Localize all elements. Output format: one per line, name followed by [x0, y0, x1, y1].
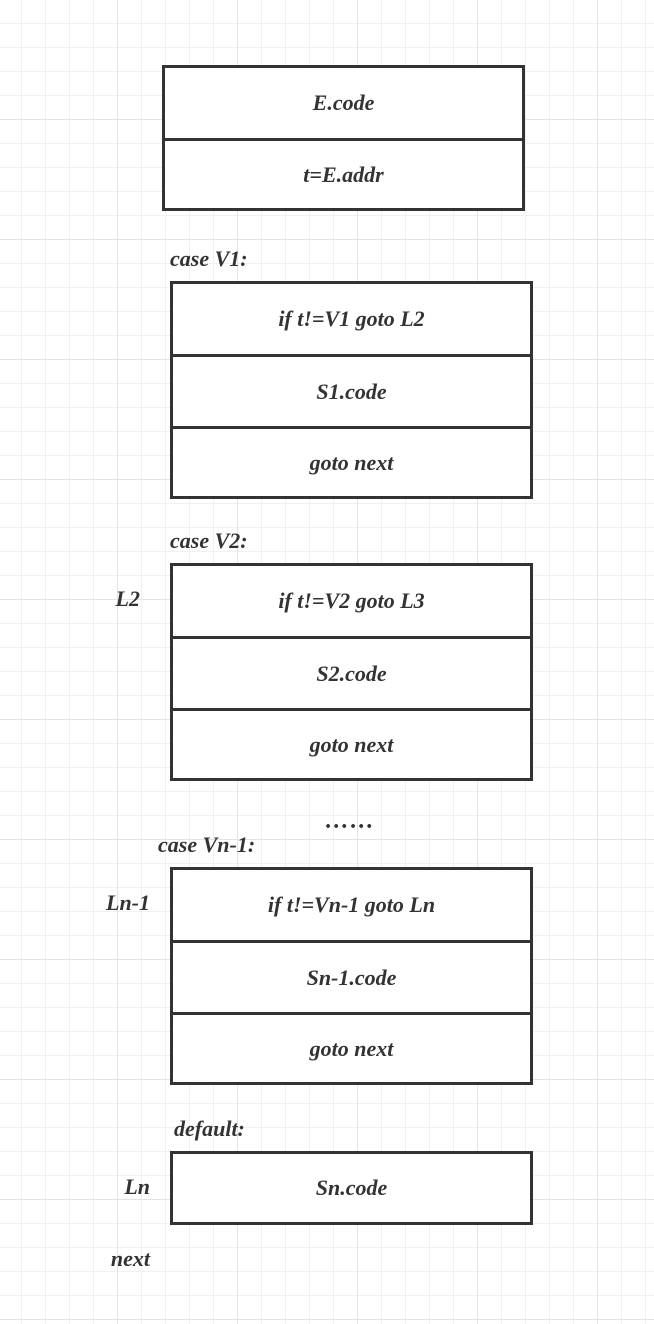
label-ln-1: Ln-1	[106, 890, 150, 915]
case-v1-goto-cell: goto next	[173, 426, 530, 496]
case-v2-goto-cell: goto next	[173, 708, 530, 778]
default-block: Sn.code	[170, 1151, 533, 1225]
case-v1-test-cell: if t!=V1 goto L2	[278, 306, 425, 331]
label-ln: Ln	[124, 1174, 150, 1199]
case-v1-block: if t!=V1 goto L2 S1.code goto next	[170, 281, 533, 499]
case-vn1-goto-cell: goto next	[173, 1012, 530, 1082]
case-v2-test-cell: if t!=V2 goto L3	[278, 588, 425, 613]
expr-block: E.code t=E.addr	[162, 65, 525, 211]
expr-code-cell: E.code	[312, 90, 375, 115]
expr-addr-cell: t=E.addr	[165, 138, 522, 208]
case-vn1-code-cell: Sn-1.code	[173, 940, 530, 1012]
label-next: next	[110, 1246, 150, 1271]
case-v2-code-cell: S2.code	[173, 636, 530, 708]
case-v2-block: if t!=V2 goto L3 S2.code goto next	[170, 563, 533, 781]
case-v1-code-cell: S1.code	[173, 354, 530, 426]
ellipsis: ……	[325, 808, 375, 834]
case-vn1-block: if t!=Vn-1 goto Ln Sn-1.code goto next	[170, 867, 533, 1085]
case-vn1-test-cell: if t!=Vn-1 goto Ln	[267, 892, 436, 917]
case-vn1-label: case Vn-1:	[158, 832, 256, 857]
case-v1-label: case V1:	[170, 246, 248, 271]
label-l2: L2	[115, 586, 140, 611]
default-code-cell: Sn.code	[315, 1175, 388, 1200]
default-label: default:	[174, 1116, 245, 1141]
case-v2-label: case V2:	[170, 528, 248, 553]
